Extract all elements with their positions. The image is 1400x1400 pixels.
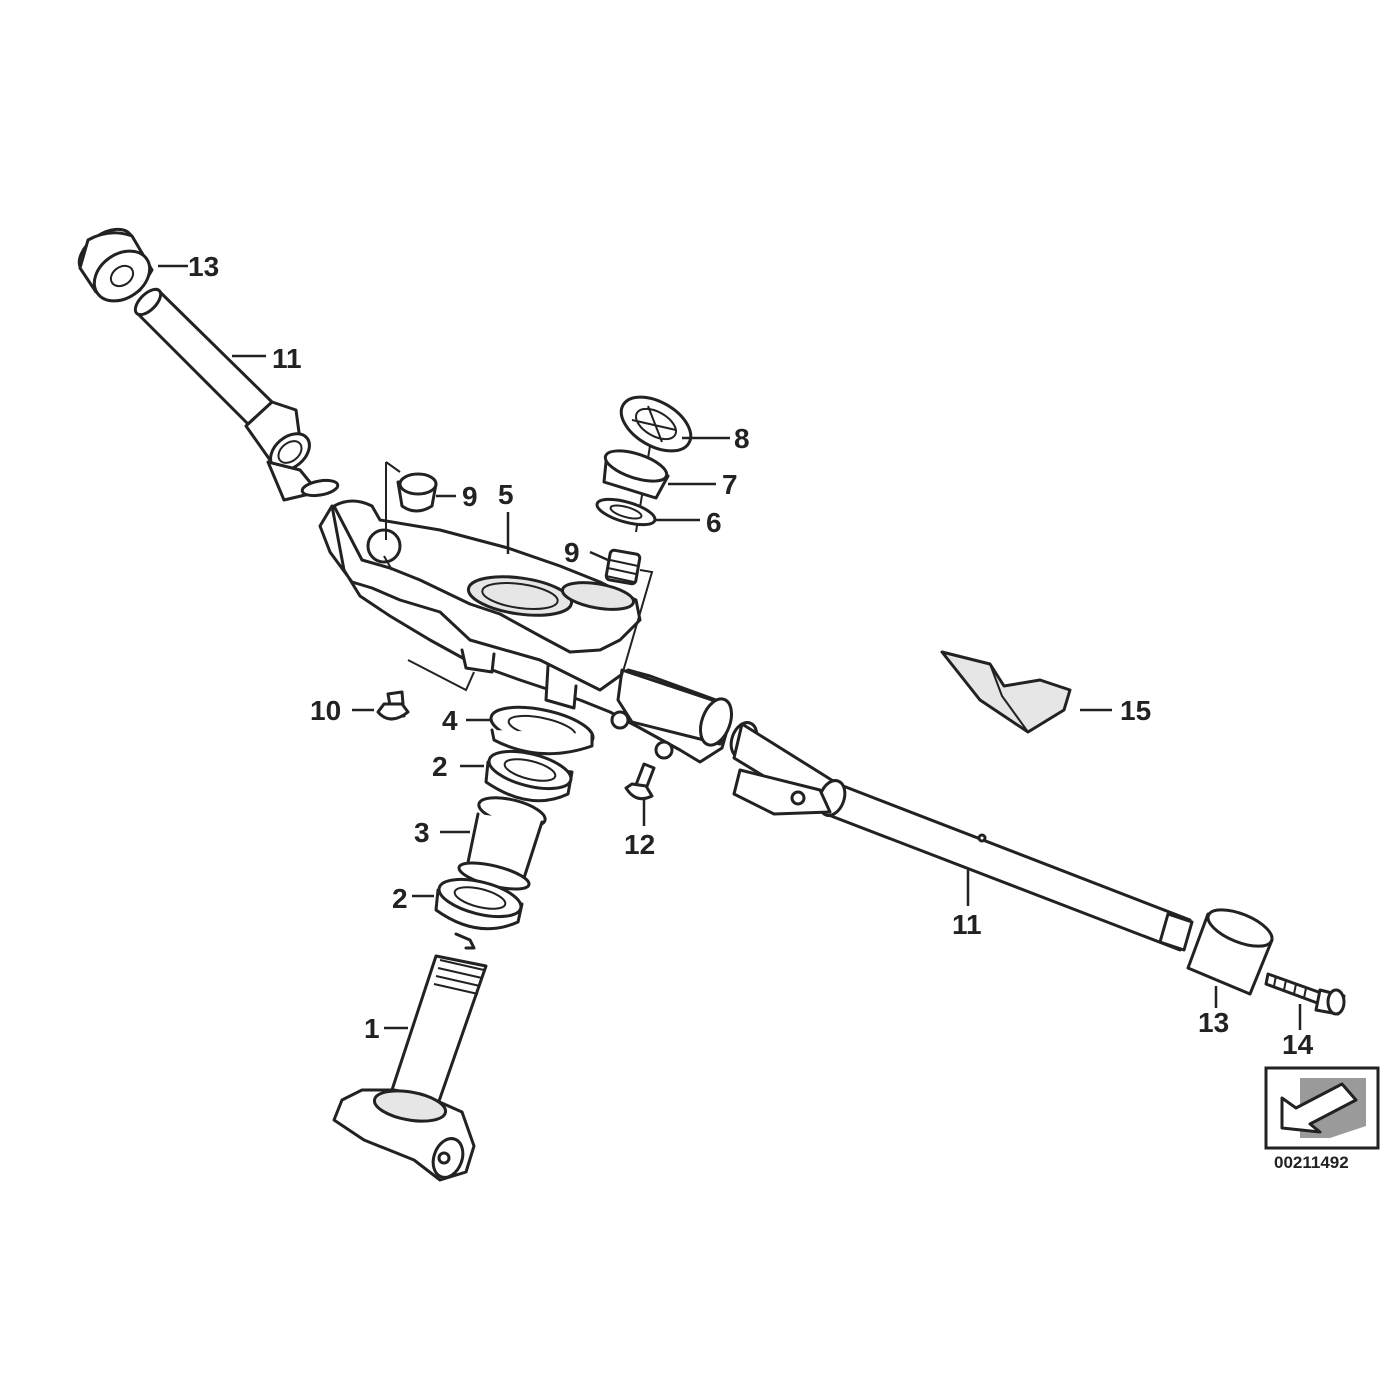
handlebar-tube-left: [133, 287, 340, 502]
lock-washer: [595, 497, 657, 527]
fork-bridge-upper: [318, 499, 734, 764]
spacer-sleeve-left: [396, 472, 438, 513]
callout-11-right: 11: [952, 909, 982, 940]
callout-3: 3: [414, 817, 430, 848]
callout-labels: 13 11 8 7 6 9 5 9 10 4 2 3 2 1 12 11 15 …: [188, 251, 1314, 1060]
spacer-tube: [457, 796, 547, 891]
callout-12: 12: [624, 829, 655, 860]
leader-lines: [158, 264, 1302, 1030]
callout-4: 4: [442, 705, 458, 736]
callout-7: 7: [722, 469, 738, 500]
handlebar-tube-right: [729, 721, 1194, 952]
callout-8: 8: [734, 423, 750, 454]
cover-15: [940, 650, 1072, 734]
spring-sleeve: [604, 548, 642, 586]
orientation-arrow-box: 00211492: [1264, 1066, 1380, 1172]
screw-10: [376, 690, 410, 721]
steering-stem: [332, 932, 488, 1182]
slotted-nut: [602, 449, 670, 500]
bearing-lower: [434, 877, 524, 931]
callout-9-center: 9: [564, 537, 580, 568]
arrow-icon: [1280, 1082, 1358, 1134]
callout-5: 5: [498, 479, 514, 510]
bearing-upper: [484, 749, 574, 803]
callout-10: 10: [310, 695, 341, 726]
bolt-14: [1264, 972, 1346, 1016]
callout-2-lower: 2: [392, 883, 408, 914]
callout-15: 15: [1120, 695, 1151, 726]
callout-1: 1: [364, 1013, 380, 1044]
bar-end-weight-left: [77, 227, 154, 303]
callout-6: 6: [706, 507, 722, 538]
callout-14: 14: [1282, 1029, 1314, 1060]
callout-9-left: 9: [462, 481, 478, 512]
bar-end-weight-right: [1186, 908, 1274, 996]
screw-12: [624, 762, 656, 801]
callout-11-left: 11: [272, 343, 302, 374]
callout-13-left: 13: [188, 251, 219, 282]
callout-13-right: 13: [1198, 1007, 1229, 1038]
dust-seal: [489, 705, 595, 756]
cap-nut: [619, 395, 693, 453]
callout-2-upper: 2: [432, 751, 448, 782]
catalog-number: 00211492: [1274, 1153, 1349, 1172]
